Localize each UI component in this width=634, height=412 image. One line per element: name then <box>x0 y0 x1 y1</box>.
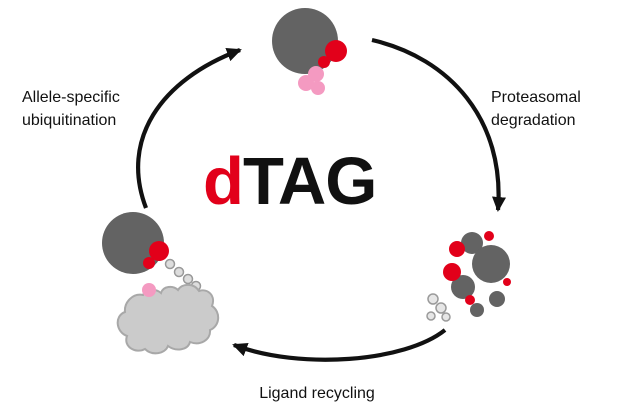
released-ligand <box>426 293 451 322</box>
fragment-gray <box>461 232 483 254</box>
cycle-arrows <box>136 37 506 362</box>
fragment-red <box>449 241 465 257</box>
ubiquitin-pink <box>311 81 325 95</box>
fragment-gray <box>489 291 505 307</box>
arrow-ligand-recycling <box>232 328 447 362</box>
title-d: d <box>203 144 244 219</box>
degron-red-patch <box>149 241 169 261</box>
fragment-gray <box>472 245 510 283</box>
fragment-red <box>503 278 511 286</box>
target-protein-with-degrader <box>272 8 347 95</box>
fragment-gray <box>470 303 484 317</box>
e3-ligase-blob <box>116 283 220 355</box>
fragment-red <box>465 295 475 305</box>
label-line: Proteasomal <box>491 89 581 106</box>
ubiquitination-complex <box>102 212 220 355</box>
title-tag: TAG <box>242 144 377 219</box>
label-line: Ligand recycling <box>259 385 375 402</box>
fragment-red <box>484 231 494 241</box>
degraded-protein-fragments <box>426 231 511 322</box>
degron-red-patch-small <box>143 257 155 269</box>
label-ligand-recycling: Ligand recycling <box>259 382 375 405</box>
label-line: Allele-specific <box>22 89 120 106</box>
degron-red-patch-small <box>318 56 330 68</box>
label-line: ubiquitination <box>22 112 117 129</box>
label-proteasomal-degradation: Proteasomal degradation <box>491 86 581 132</box>
ubiquitin-pink <box>298 75 314 91</box>
degron-red-patch <box>325 40 347 62</box>
label-line: degradation <box>491 112 576 129</box>
arrow-ubiquitination-to-degradation <box>136 48 242 209</box>
fragment-red <box>443 263 461 281</box>
arrow-degradation-down <box>371 37 506 212</box>
ubiquitin-pink <box>142 283 156 297</box>
fragment-gray <box>451 275 475 299</box>
diagram-title: dTAG <box>203 148 377 215</box>
label-allele-specific-ubiquitination: Allele-specific ubiquitination <box>22 86 120 132</box>
